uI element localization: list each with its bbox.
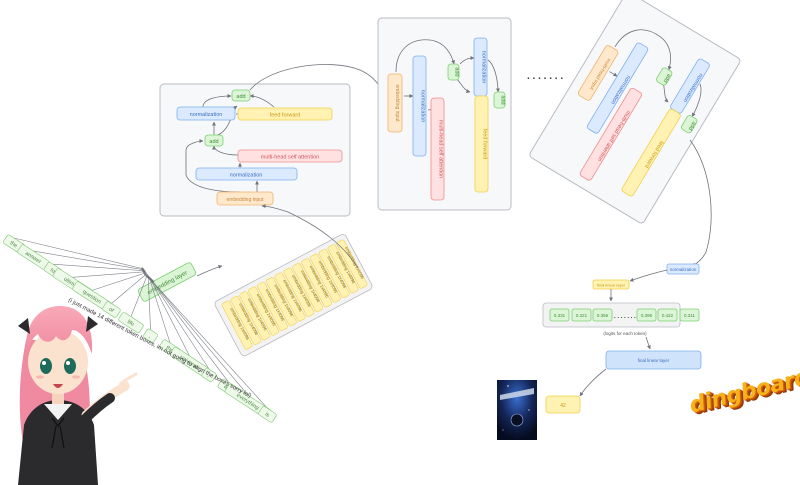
connector-embeddings-panel1 bbox=[261, 204, 359, 269]
token-arrow bbox=[130, 274, 149, 317]
ellipsis: . . . . . . . bbox=[527, 71, 563, 82]
normalization-box: normalization bbox=[473, 37, 488, 97]
add-label: add bbox=[500, 95, 506, 104]
answer-label: 42 bbox=[560, 403, 566, 409]
logit-value: 0.321 bbox=[576, 313, 588, 318]
logits-ellipsis: . . . . . . . bbox=[614, 314, 636, 320]
token-box: life bbox=[118, 312, 144, 334]
panel-block-3: multi-head input normalization multi-hea… bbox=[529, 0, 741, 224]
add-label: add bbox=[687, 120, 697, 131]
token-label: life bbox=[126, 319, 135, 328]
logit-box: 0.356 bbox=[592, 308, 613, 322]
token-box: of bbox=[102, 301, 121, 318]
final-linear-box: final linear layer bbox=[592, 279, 630, 290]
feed-forward-label: feed forward bbox=[270, 113, 301, 119]
final-linear-label: final linear layer bbox=[597, 283, 626, 288]
logit-value: 0.422 bbox=[662, 313, 674, 318]
feed-forward-label: feed forward bbox=[482, 129, 488, 160]
panel-block-1: embedding input normalization multi-head… bbox=[159, 83, 351, 217]
logits-container: 0.331 0.321 0.356 . . . . . . . 0.395 0.… bbox=[542, 302, 700, 328]
embedding-input-box: embedding input bbox=[387, 73, 403, 133]
logit-box: 0.321 bbox=[571, 308, 592, 322]
token-arrow bbox=[111, 273, 148, 304]
feed-forward-box: feed forward bbox=[474, 95, 489, 193]
embedding-input-label: embedding input bbox=[227, 197, 265, 203]
token-arrow bbox=[146, 275, 151, 330]
token-arrow bbox=[150, 279, 249, 396]
token-arrows bbox=[13, 237, 268, 409]
add-box: add bbox=[656, 67, 673, 86]
logit-box: 0.395 bbox=[636, 308, 657, 322]
logit-value: 0.395 bbox=[641, 313, 653, 318]
connector-embedding-layer-embeddings bbox=[196, 264, 223, 277]
add-label: add bbox=[236, 94, 245, 100]
token-label: the bbox=[9, 240, 19, 249]
normalization-box: normalization bbox=[176, 106, 236, 121]
normalization-label: normalization bbox=[190, 112, 223, 118]
normalization-label: normalization bbox=[420, 90, 426, 123]
embedding-input-box: embedding input bbox=[216, 191, 274, 206]
add-label: add bbox=[454, 67, 460, 76]
final-linear-label: final linear layer bbox=[638, 358, 670, 363]
embedding-layer-box: embedding layer bbox=[137, 262, 197, 302]
token-arrow bbox=[149, 276, 190, 357]
logit-value: 0.331 bbox=[554, 313, 566, 318]
embedding-input-label: embedding input bbox=[394, 85, 400, 123]
token-box: , bbox=[143, 328, 158, 343]
normalization-label: normalization bbox=[481, 51, 487, 84]
add-box: add bbox=[447, 63, 460, 81]
token-arrow bbox=[148, 275, 171, 343]
add-label: add bbox=[209, 139, 218, 145]
token-box: is bbox=[258, 406, 277, 423]
final-normalization-box: normalization bbox=[666, 263, 700, 275]
token-arrow bbox=[13, 237, 145, 270]
token-arrow bbox=[72, 270, 147, 278]
token-label: of bbox=[107, 307, 115, 315]
logit-box: 0.331 bbox=[549, 308, 570, 322]
token-arrow bbox=[151, 280, 268, 409]
multi-head-attention-label: multi-head self attention bbox=[261, 155, 319, 161]
multi-head-attention-label: multi-head self attention bbox=[438, 120, 444, 178]
final-linear-box: final linear layer bbox=[605, 350, 702, 370]
normalization-box: normalization bbox=[412, 55, 427, 157]
add-box: add bbox=[204, 134, 224, 147]
normalization-label: normalization bbox=[230, 173, 263, 179]
token-label: the bbox=[165, 345, 175, 354]
final-normalization-label: normalization bbox=[670, 267, 697, 272]
answer-box: 42 bbox=[545, 395, 581, 414]
token-arrow bbox=[52, 263, 146, 273]
connector-panel3-output bbox=[689, 139, 712, 267]
normalization-box: normalization bbox=[195, 167, 298, 181]
logits-note: (logits for each token) bbox=[603, 331, 647, 336]
token-arrow bbox=[150, 278, 229, 383]
token-arrow bbox=[91, 272, 147, 291]
logit-value: 0.311 bbox=[684, 313, 695, 318]
add-box: add bbox=[231, 89, 251, 102]
token-label: to bbox=[49, 267, 56, 275]
token-label: , bbox=[148, 334, 153, 340]
feed-forward-box: feed forward bbox=[237, 107, 333, 121]
token-box: , bbox=[201, 367, 217, 383]
token-arrow bbox=[33, 250, 145, 271]
token-label: , bbox=[206, 373, 211, 379]
multi-head-attention-box: multi-head self attention bbox=[430, 97, 445, 201]
book-cover-image bbox=[497, 380, 537, 440]
token-arrow bbox=[149, 277, 210, 370]
add-label: add bbox=[662, 73, 672, 84]
anime-girl-illustration bbox=[18, 306, 138, 485]
token-box: answer bbox=[17, 244, 50, 270]
multi-head-attention-box: multi-head self attention bbox=[237, 149, 343, 163]
token-label: is bbox=[264, 412, 271, 419]
add-box: add bbox=[493, 91, 506, 109]
logit-box: 0.311 bbox=[679, 308, 700, 322]
logit-box: 0.422 bbox=[657, 308, 678, 322]
logit-value: 0.356 bbox=[597, 313, 609, 318]
add-box: add bbox=[681, 115, 698, 134]
panel-block-2: embedding input normalization multi-head… bbox=[377, 17, 512, 211]
